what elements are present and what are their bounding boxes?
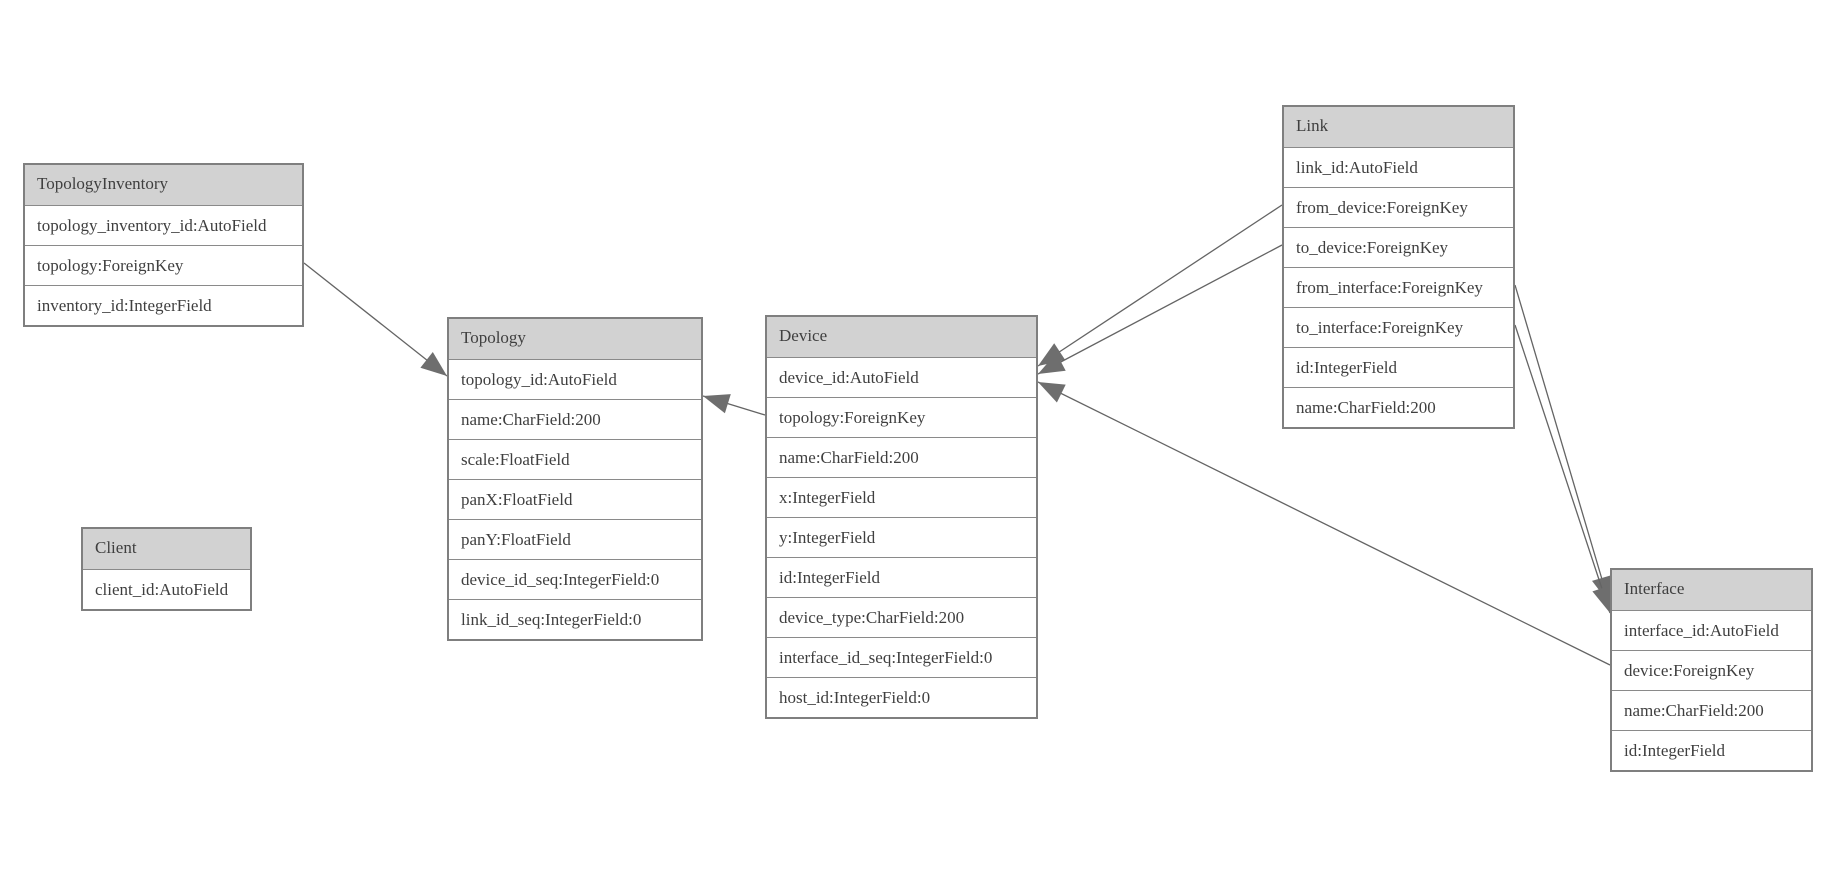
edge-link-from_device-to-device: [1037, 204, 1283, 367]
entity-field-row: id:IntegerField: [1284, 347, 1513, 387]
entity-field-row: client_id:AutoField: [83, 569, 250, 609]
entity-field-row: link_id_seq:IntegerField:0: [449, 599, 701, 639]
entity-field-row: topology_inventory_id:AutoField: [25, 205, 302, 245]
edge-device-topology-to-topology: [702, 395, 766, 416]
arrowhead-icon-link-to_interface-to-interface: [1592, 585, 1612, 613]
entity-field-row: interface_id_seq:IntegerField:0: [767, 637, 1036, 677]
entity-field-row: topology:ForeignKey: [767, 397, 1036, 437]
entity-field-row: inventory_id:IntegerField: [25, 285, 302, 325]
entity-field-row: device_id_seq:IntegerField:0: [449, 559, 701, 599]
entity-field-row: x:IntegerField: [767, 477, 1036, 517]
entity-title-client: Client: [83, 529, 250, 569]
entity-field-row: host_id:IntegerField:0: [767, 677, 1036, 717]
entity-field-row: scale:FloatField: [449, 439, 701, 479]
entity-field-row: topology:ForeignKey: [25, 245, 302, 285]
arrowhead-icon-link-to_device-to-device: [1038, 353, 1066, 374]
entity-field-row: name:CharField:200: [449, 399, 701, 439]
entity-title-link: Link: [1284, 107, 1513, 147]
entity-field-row: panY:FloatField: [449, 519, 701, 559]
edge-topologyinventory-topology-to-topology: [303, 262, 448, 377]
entity-field-row: link_id:AutoField: [1284, 147, 1513, 187]
arrowhead-icon-device-topology-to-topology: [703, 394, 731, 414]
entity-field-row: from_device:ForeignKey: [1284, 187, 1513, 227]
arrowhead-icon-interface-device-to-device: [1038, 382, 1066, 403]
entity-title-device: Device: [767, 317, 1036, 357]
entity-field-row: id:IntegerField: [1612, 730, 1811, 770]
arrowhead-icon-link-from_device-to-device: [1038, 343, 1066, 366]
entity-field-row: name:CharField:200: [1612, 690, 1811, 730]
entity-field-row: interface_id:AutoField: [1612, 610, 1811, 650]
entity-field-row: name:CharField:200: [767, 437, 1036, 477]
edge-link-from_interface-to-interface: [1514, 284, 1610, 604]
edge-link-to_device-to-device: [1037, 244, 1283, 375]
entity-field-row: name:CharField:200: [1284, 387, 1513, 427]
entity-field-row: y:IntegerField: [767, 517, 1036, 557]
arrowhead-icon-topologyinventory-topology-to-topology: [420, 352, 447, 376]
arrowhead-icon-link-from_interface-to-interface: [1592, 575, 1612, 603]
entity-field-row: id:IntegerField: [767, 557, 1036, 597]
entity-field-row: topology_id:AutoField: [449, 359, 701, 399]
entity-field-row: device_type:CharField:200: [767, 597, 1036, 637]
entity-field-row: panX:FloatField: [449, 479, 701, 519]
entity-field-row: to_device:ForeignKey: [1284, 227, 1513, 267]
edge-link-to_interface-to-interface: [1514, 324, 1611, 614]
entity-field-row: device_id:AutoField: [767, 357, 1036, 397]
entity-title-topology: Topology: [449, 319, 701, 359]
entity-field-row: device:ForeignKey: [1612, 650, 1811, 690]
entity-title-interface: Interface: [1612, 570, 1811, 610]
entity-field-row: from_interface:ForeignKey: [1284, 267, 1513, 307]
entity-title-topologyinventory: TopologyInventory: [25, 165, 302, 205]
entity-field-row: to_interface:ForeignKey: [1284, 307, 1513, 347]
